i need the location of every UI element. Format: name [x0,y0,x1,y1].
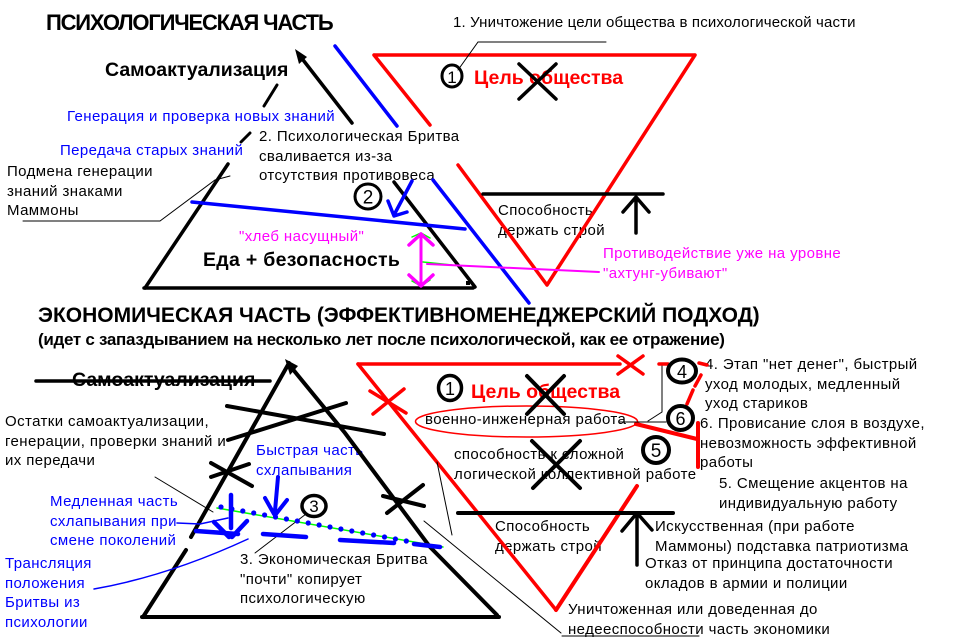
svg-text:2: 2 [363,188,374,209]
svg-text:3: 3 [309,497,318,516]
svg-text:4: 4 [677,362,687,382]
svg-text:6: 6 [675,409,685,429]
svg-text:1: 1 [445,379,455,399]
svg-text:1: 1 [447,68,456,87]
